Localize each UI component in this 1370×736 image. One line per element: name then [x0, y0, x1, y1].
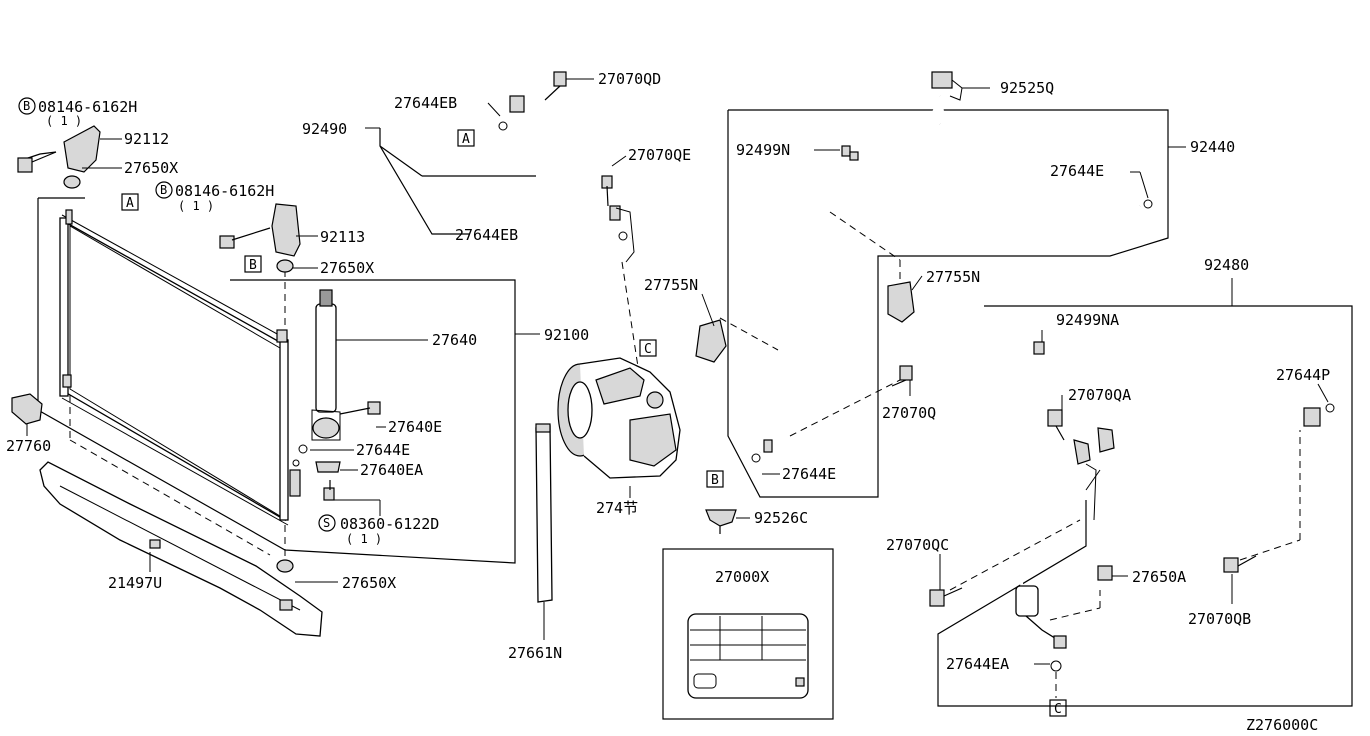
part-label-qty: ( 1 ) [178, 199, 214, 213]
part-label: 27650A [1132, 568, 1186, 586]
hose-icon [937, 305, 1353, 707]
part-label: 27755N [644, 276, 698, 294]
svg-text:S: S [323, 516, 330, 530]
svg-text:B: B [23, 99, 30, 113]
part-label: 92113 [320, 228, 365, 246]
part-label: 27644EA [946, 655, 1009, 673]
part-label: 27070QB [1188, 610, 1251, 628]
part-label: 27650X [320, 259, 374, 277]
svg-text:B: B [249, 258, 257, 273]
part-label: 27650X [124, 159, 178, 177]
leader-lines [26, 78, 1329, 665]
part-label: 27640EA [360, 461, 423, 479]
bracket-icon [1073, 427, 1115, 521]
callout-c-compressor: C [639, 339, 657, 357]
svg-text:C: C [1054, 702, 1062, 717]
diagram-code: Z276000C [1246, 716, 1318, 734]
part-label: 92490 [302, 120, 347, 138]
condenser-icon [37, 197, 516, 564]
part-label: 92440 [1190, 138, 1235, 156]
part-label: 92499NA [1056, 311, 1119, 329]
callout-c-hose: C [1049, 699, 1067, 717]
part-label: 274节 [596, 499, 638, 517]
label-plate-icon [662, 548, 834, 720]
part-label: 27644E [782, 465, 836, 483]
pipe-icon [535, 423, 553, 603]
part-label: 08360-6122D [340, 515, 439, 533]
part-label: 08146-6162H [175, 182, 274, 200]
part-label: 27070QA [1068, 386, 1131, 404]
part-labels: 08146-6162H ( 1 ) 92112 27650X 08146-616… [6, 70, 1330, 734]
part-label: 27070QE [628, 146, 691, 164]
part-label: 27760 [6, 437, 51, 455]
bolt-icon [17, 151, 381, 573]
hose-icon [379, 71, 641, 381]
part-label: 92112 [124, 130, 169, 148]
bracket-icon [705, 509, 737, 534]
part-label: 27000X [715, 568, 769, 586]
part-label: 27661N [508, 644, 562, 662]
part-label: 27640 [432, 331, 477, 349]
part-label: 27644E [1050, 162, 1104, 180]
part-label: 27644P [1276, 366, 1330, 384]
bolt-icon [891, 365, 913, 387]
circle-b-symbol: B B S [18, 97, 336, 532]
receiver-drier-icon [311, 289, 341, 473]
part-label: 21497U [108, 574, 162, 592]
callout-a-hose: A [457, 129, 475, 147]
bracket-icon [39, 461, 323, 637]
part-label: 92100 [544, 326, 589, 344]
part-label: 27070Q [882, 404, 936, 422]
bracket-icon [695, 281, 915, 363]
part-label: 92480 [1204, 256, 1249, 274]
svg-text:A: A [462, 132, 470, 147]
part-label: 27070QC [886, 536, 949, 554]
part-label: 27644EB [455, 226, 518, 244]
part-label: 27070QD [598, 70, 661, 88]
part-label: 92526C [754, 509, 808, 527]
part-label-qty: ( 1 ) [346, 532, 382, 546]
compressor-icon [557, 357, 681, 479]
bracket-icon [11, 125, 301, 425]
callout-b-condenser: B [244, 255, 262, 273]
svg-text:B: B [711, 473, 719, 488]
callout-b-pipe: B [706, 470, 724, 488]
part-label: 27640E [388, 418, 442, 436]
part-label: 92499N [736, 141, 790, 159]
part-label: 08146-6162H [38, 98, 137, 116]
part-label: 92525Q [1000, 79, 1054, 97]
part-label-qty: ( 1 ) [46, 114, 82, 128]
part-label: 27644E [356, 441, 410, 459]
callout-a-condenser: A [121, 193, 139, 211]
bolt-icon [929, 409, 1257, 607]
svg-text:C: C [644, 342, 652, 357]
part-label: 27650X [342, 574, 396, 592]
part-label: 27644EB [394, 94, 457, 112]
svg-text:A: A [126, 196, 134, 211]
svg-text:B: B [160, 183, 167, 197]
part-label: 27755N [926, 268, 980, 286]
